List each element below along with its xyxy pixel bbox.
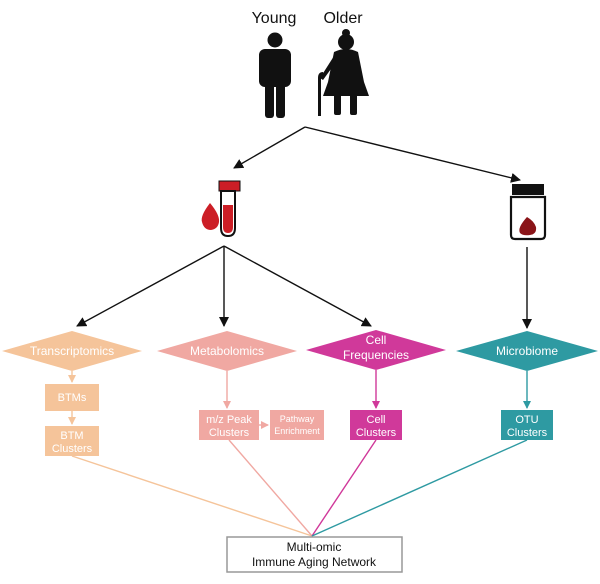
btm-clusters-label-line2: Clusters [52, 443, 93, 455]
network-label-line2: Immune Aging Network [252, 555, 377, 569]
otu-clusters-box: OTU Clusters [501, 410, 553, 440]
metabolomics-label: Metabolomics [190, 344, 264, 358]
stool-sample-jar-icon [509, 184, 547, 241]
network-label-line1: Multi-omic [287, 540, 342, 554]
pathway-enrichment-label-line2: Enrichment [274, 426, 320, 436]
mz-peak-label-line2: Clusters [209, 427, 250, 439]
older-person-icon [318, 29, 369, 116]
mz-peak-clusters-box: m/z Peak Clusters [199, 410, 259, 440]
transcriptomics-node: Transcriptomics [2, 331, 142, 371]
metabolomics-node: Metabolomics [157, 331, 297, 371]
young-person-icon [259, 32, 291, 118]
pathway-enrichment-box: Pathway Enrichment [270, 410, 324, 440]
microbiome-label: Microbiome [496, 344, 558, 358]
older-label: Older [323, 10, 363, 27]
btm-clusters-box: BTM Clusters [45, 426, 99, 456]
cell-frequencies-label-line1: Cell [366, 333, 387, 347]
cell-frequencies-node: Cell Frequencies [306, 330, 446, 370]
young-label: Young [252, 10, 297, 27]
transcriptomics-label: Transcriptomics [30, 344, 114, 358]
microbiome-node: Microbiome [456, 331, 598, 371]
cell-clusters-label-line2: Clusters [356, 427, 397, 439]
btms-label: BTMs [58, 392, 87, 404]
otu-clusters-label-line2: Clusters [507, 427, 548, 439]
blood-sample-icon [201, 180, 241, 238]
btm-clusters-label-line1: BTM [60, 430, 83, 442]
btms-box: BTMs [45, 384, 99, 411]
otu-clusters-label-line1: OTU [515, 414, 538, 426]
cell-clusters-box: Cell Clusters [350, 410, 402, 440]
cell-frequencies-label-line2: Frequencies [343, 348, 409, 362]
pathway-enrichment-label-line1: Pathway [280, 414, 315, 424]
mz-peak-label-line1: m/z Peak [206, 414, 252, 426]
cell-clusters-label-line1: Cell [367, 414, 386, 426]
immune-aging-network-box: Multi-omic Immune Aging Network [226, 536, 403, 573]
